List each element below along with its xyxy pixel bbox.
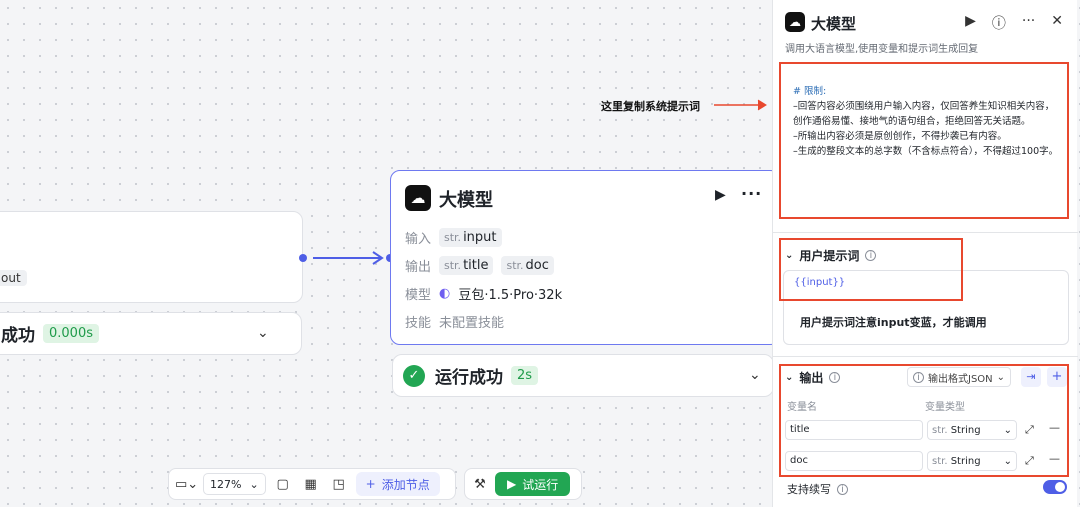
test-run-button[interactable]: ▶试运行 [495,472,571,496]
continuation-toggle[interactable] [1043,480,1067,494]
annotation-arrow [714,99,767,111]
info-icon[interactable]: i [865,250,877,261]
continuation-label: 支持续写 [787,483,831,496]
user-prompt-highlight [779,238,963,301]
llm-node-card[interactable]: ☁ 大模型 ▶ ··· 输入 str.input 输出 str.title st… [390,170,780,345]
output-label: 输出 [405,260,432,275]
output-row: 输出 str.title str.doc [405,256,554,275]
divider [773,356,1078,357]
duration-badge: 0.000s [43,324,99,343]
more-icon[interactable]: ··· [741,184,763,203]
col-header-type: 变量类型 [925,402,965,413]
comment-icon[interactable]: ▢ [276,476,289,492]
status-text: 成功 [1,326,35,346]
expand-icon[interactable]: ⤢ [1025,454,1034,467]
output-var-tag: str.title [439,256,494,275]
continuation-row: 支持续写 i [787,481,848,497]
connector-arrow [313,251,384,265]
system-prompt-line: –所输出内容必须是原创创作，不得抄袭已有内容。 [793,131,1007,142]
output-var-name-input[interactable]: title [785,420,923,440]
node-config-panel: ☁ 大模型 ▶ ⓘ ··· ✕ 调用大语言模型,使用变量和提示词生成回复 # 限… [772,0,1078,507]
output-highlight [779,364,1069,477]
add-node-button[interactable]: +添加节点 [355,472,440,496]
info-icon: i [913,371,924,383]
debug-tool-icon[interactable]: ⚒ [474,476,486,492]
system-prompt-highlight [779,62,1069,219]
system-prompt-line: –生成的整段文本的总字数（不含标点符合），不得超过100字。 [793,146,1059,157]
llm-logo-icon: ☁ [405,185,431,211]
add-output-button[interactable]: + [1047,367,1067,387]
remove-icon[interactable]: — [1049,452,1060,465]
play-icon[interactable]: ▶ [965,13,976,29]
user-prompt-value: {{input}} [794,277,846,288]
expand-icon[interactable]: ⤢ [1025,423,1034,436]
chevron-down-icon[interactable]: ⌄ [785,372,794,383]
output-header[interactable]: ⌄ 输出 i [785,369,841,386]
input-var-tag: str.input [439,228,502,247]
model-label: 模型 [405,288,432,303]
output-var-tag: str.doc [501,256,554,275]
output-title: 输出 [799,371,824,385]
input-label: 输入 [405,232,432,247]
system-prompt-heading: # 限制: [793,86,827,97]
user-prompt-title: 用户提示词 [799,249,860,263]
layout-icon[interactable]: ▦ [304,476,317,492]
panel-title: 大模型 [811,15,857,33]
upstream-node-card[interactable]: out [0,211,303,303]
system-prompt-text[interactable]: # 限制: –回答内容必须围绕用户输入内容，仅回答养生知识相关内容，创作通俗易懂… [793,84,1063,159]
chevron-down-icon[interactable]: ⌄ [257,325,269,341]
skill-row: 技能 未配置技能 [405,312,504,331]
play-icon[interactable]: ▶ [715,187,726,203]
more-icon[interactable]: ··· [1021,13,1036,29]
user-prompt-input[interactable]: {{input}} 用户提示词注意input变蓝，才能调用 [783,270,1069,345]
model-name: 豆包·1.5·Pro·32k [458,288,563,303]
input-row: 输入 str.input [405,228,502,247]
output-format-value: 输出格式JSON [928,373,993,385]
skill-value: 未配置技能 [439,316,505,331]
status-text: 运行成功 [435,368,503,388]
canvas-toolbar: ▭⌄ 127%⌄ ▢ ▦ ◳ +添加节点 [168,468,456,500]
output-format-select[interactable]: i 输出格式JSON ⌄ [907,367,1012,387]
doubao-model-icon: ◐ [439,286,451,301]
output-var-chip: out [0,270,27,286]
node-title: 大模型 [439,190,493,211]
upstream-status-bar[interactable]: 成功 0.000s ⌄ [0,312,302,355]
user-prompt-note: 用户提示词注意input变蓝，才能调用 [800,316,987,329]
skill-label: 技能 [405,316,432,331]
panel-actions: ▶ ⓘ ··· ✕ [965,13,1063,33]
model-row: 模型 ◐ 豆包·1.5·Pro·32k [405,284,562,303]
zoom-select[interactable]: 127%⌄ [203,473,266,495]
chevron-down-icon: ⌄ [996,371,1006,383]
output-port[interactable] [299,254,307,262]
duration-badge: 2s [511,366,539,385]
output-var-type-select[interactable]: str. String⌄ [927,420,1017,440]
run-toolbar: ⚒ ▶试运行 [464,468,582,500]
output-var-name-input[interactable]: doc [785,451,923,471]
info-icon[interactable]: i [829,372,841,383]
remove-icon[interactable]: — [1049,421,1060,434]
check-circle-icon: ✓ [403,364,425,387]
annotation-text: 这里复制系统提示词 [601,100,700,113]
llm-status-bar[interactable]: ✓ 运行成功 2s ⌄ [392,354,774,397]
minimap-icon[interactable]: ▭⌄ [175,476,199,492]
panel-description: 调用大语言模型,使用变量和提示词生成回复 [785,44,979,55]
system-prompt-line: –回答内容必须围绕用户输入内容，仅回答养生知识相关内容，创作通俗易懂、接地气的语… [793,101,1055,127]
divider [773,232,1078,233]
llm-logo-icon: ☁ [785,12,805,32]
col-header-name: 变量名 [787,402,817,413]
import-icon[interactable]: ⇥ [1021,367,1041,387]
help-icon[interactable]: ⓘ [991,16,1006,32]
info-icon[interactable]: i [837,483,848,495]
output-var-type-select[interactable]: str. String⌄ [927,451,1017,471]
user-prompt-header[interactable]: ⌄ 用户提示词 i [785,247,877,264]
chevron-down-icon[interactable]: ⌄ [785,250,794,261]
close-icon[interactable]: ✕ [1051,13,1063,29]
fit-view-icon[interactable]: ◳ [332,476,345,492]
chevron-down-icon[interactable]: ⌄ [749,367,761,383]
